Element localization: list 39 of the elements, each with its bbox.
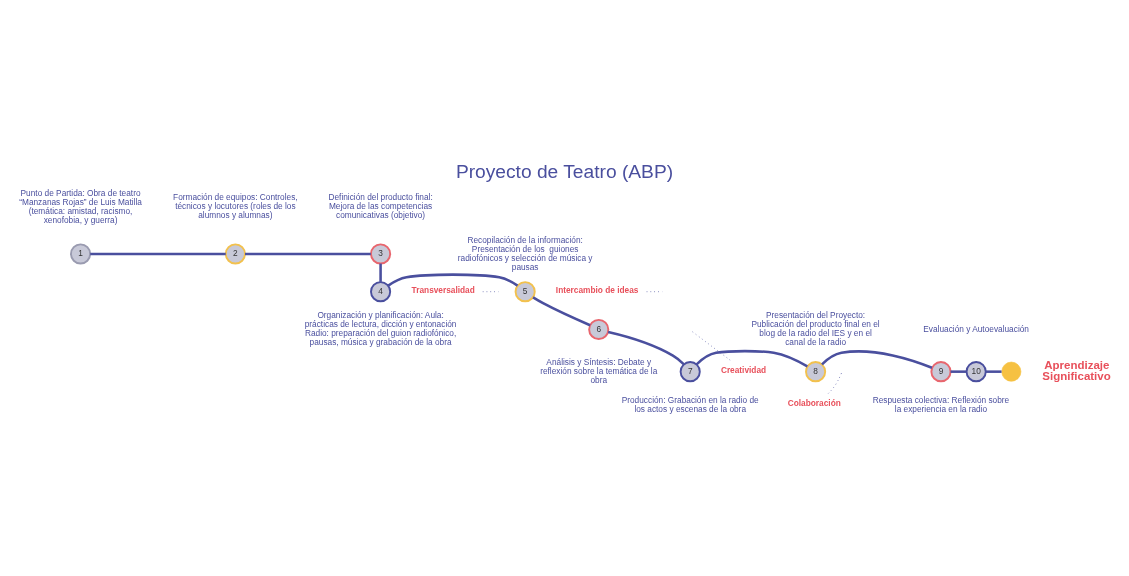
connector xyxy=(821,349,933,369)
node-circle: 2 xyxy=(224,242,246,264)
connector xyxy=(245,252,371,255)
node-text: Creatividad xyxy=(720,364,767,375)
node-label: Presentación del Proyecto: Publicación del producto final en el blog de la radio del IES y en el canal de la radio xyxy=(751,309,880,347)
node-label: Formación de equipos: Controles, técnicos y locutores (roles de los alumnos y alumnas) xyxy=(173,191,298,220)
node-label: Producción: Grabación en la radio de los actos y escenas de la obra xyxy=(621,394,759,414)
node-label: Respuesta colectiva: Reflexión sobre la experiencia en la radio xyxy=(872,394,1010,414)
connector xyxy=(387,272,519,287)
node-text: Transversalidad xyxy=(411,284,475,295)
node-circle: 7 xyxy=(679,360,701,382)
node-circle: 8 xyxy=(805,360,827,382)
node-label: Punto de Partida: Obra de teatro “Manzanas Rojas” de Luis Matilla (temática: amistad, racismo, xenofobia, y guerra) xyxy=(19,187,142,225)
node-circle xyxy=(1001,361,1022,382)
node-circle: 3 xyxy=(370,242,392,264)
connector xyxy=(950,369,967,373)
diagram-title: Proyecto de Teatro (ABP) xyxy=(455,160,674,182)
node-circle: 9 xyxy=(930,360,952,382)
node-circle: 6 xyxy=(588,318,610,340)
connector xyxy=(695,349,808,368)
connector xyxy=(90,252,226,255)
connector xyxy=(689,329,731,361)
node-circle: 5 xyxy=(514,280,536,302)
node-circle: 10 xyxy=(965,360,987,382)
node-text: Colaboración xyxy=(787,397,841,408)
node-circle: 4 xyxy=(370,280,392,302)
connector xyxy=(985,369,1002,373)
node-label: Definición del producto final: Mejora de las competencias comunicativas (objetivo) xyxy=(328,191,433,220)
connector xyxy=(827,371,843,394)
node-text: Intercambio de ideas xyxy=(555,284,639,295)
node-circle: 1 xyxy=(70,242,92,264)
connector xyxy=(532,295,591,326)
connector xyxy=(379,263,382,282)
node-label: Recopilación de la información: Presentación de los guiones radiofónicos y selección de música y pausas xyxy=(457,234,593,272)
node-label: Evaluación y Autoevaluación xyxy=(923,323,1029,334)
node-label: Aprendizaje Significativo xyxy=(1042,358,1111,382)
node-label: Organización y planificación: Aula: prácticas de lectura, dicción y entonación Radio: preparación del guion radiofónico, pausas, música y grabación de la obra xyxy=(304,309,457,347)
node-label: Análisis y Síntesis: Debate y reflexión sobre la temática de la obra xyxy=(540,356,658,385)
connector xyxy=(607,330,685,365)
